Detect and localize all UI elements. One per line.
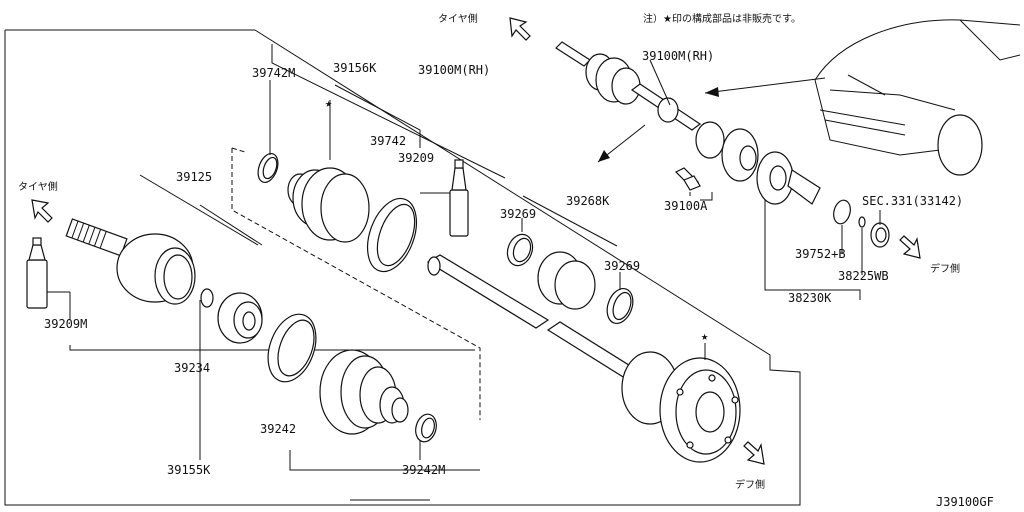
label-38230K: 38230K xyxy=(788,291,832,305)
dashed-group-outline xyxy=(231,148,481,420)
arrow-tire-left-icon xyxy=(31,199,53,223)
bracket-39155K-top xyxy=(69,345,475,351)
label-38225WB: 38225WB xyxy=(838,269,889,283)
label-diff-side-right: デフ側 xyxy=(930,262,960,275)
diagram-id: J39100GF xyxy=(936,495,994,509)
snap-ring-39234 xyxy=(200,288,214,308)
inboard-band-39742M xyxy=(257,152,279,184)
label-39209M: 39209M xyxy=(44,317,87,331)
label-tire-side-top: タイヤ側 xyxy=(438,12,478,25)
outboard-joint-39155K xyxy=(65,218,196,305)
label-39156K: 39156K xyxy=(333,61,377,75)
label-39100M-RH-b: 39100M(RH) xyxy=(642,49,714,63)
frame-left-bottom xyxy=(4,30,520,506)
bracket-39125-b xyxy=(199,204,263,246)
label-39100M-RH-a: 39100M(RH) xyxy=(418,63,490,77)
outboard-boot-39155K xyxy=(319,349,409,435)
leader-39100M-b xyxy=(649,59,671,106)
label-39242M: 39242M xyxy=(402,463,445,477)
arrow-to-vehicle xyxy=(704,77,826,97)
arrow-explode-down xyxy=(597,124,646,163)
bracket-39742 xyxy=(334,84,421,148)
leader-39100A-b xyxy=(700,192,713,201)
grease-tube-39209M xyxy=(26,237,71,320)
snap-ring-38225WB xyxy=(858,216,866,228)
arrow-diff-bottom-icon xyxy=(743,441,765,465)
inboard-boot-39156K xyxy=(287,167,370,243)
label-diff-side-bottom: デフ側 xyxy=(735,478,765,491)
inboard-joint-flange xyxy=(621,351,741,463)
label-39268K: 39268K xyxy=(566,194,610,208)
label-39100A: 39100A xyxy=(664,199,708,213)
vehicle-sketch xyxy=(814,19,1021,176)
label-39242: 39242 xyxy=(260,422,296,436)
bracket-39155K-bottom xyxy=(289,450,480,471)
label-39269-a: 39269 xyxy=(500,207,536,221)
dashed-group-outline-top xyxy=(231,147,246,153)
label-39742: 39742 xyxy=(370,134,406,148)
grease-tube-39209 xyxy=(420,159,469,237)
inner-race-39125 xyxy=(217,292,263,344)
label-39269-b: 39269 xyxy=(604,259,640,273)
star-mark-bottom: ★ xyxy=(701,329,708,343)
boot-band-39742 xyxy=(366,197,418,273)
small-band-39242M xyxy=(415,413,437,443)
label-39752B: 39752+B xyxy=(795,247,846,261)
label-sec331: SEC.331(33142) xyxy=(862,194,963,208)
label-39209: 39209 xyxy=(398,151,434,165)
dynamic-damper-39268K xyxy=(506,233,634,325)
boot-band-39242 xyxy=(267,313,317,383)
label-39234: 39234 xyxy=(174,361,210,375)
star-mark-top: ★ xyxy=(325,96,332,110)
oil-seal-33142 xyxy=(870,222,890,248)
outboard-spline-shaft xyxy=(65,218,128,257)
label-39742M: 39742M xyxy=(252,66,295,80)
snap-ring-39752B xyxy=(833,199,866,228)
leader-38230K xyxy=(764,200,861,300)
arrow-diff-right-icon xyxy=(899,235,921,259)
label-39125: 39125 xyxy=(176,170,212,184)
bracket-39268K xyxy=(522,195,618,247)
bolt-39100A xyxy=(674,167,701,191)
assembled-shaft-39100M xyxy=(555,41,759,182)
frame-right-edge xyxy=(254,29,801,506)
label-39155K: 39155K xyxy=(167,463,211,477)
diff-side-flange-38230K xyxy=(756,151,821,205)
label-tire-side-left: タイヤ側 xyxy=(18,180,58,193)
bracket-39125 xyxy=(139,174,259,246)
arrow-tire-top-icon xyxy=(509,17,531,41)
note-text: 注）★印の構成部品は非販売です。 xyxy=(643,12,801,25)
bracket-39156K xyxy=(271,44,506,179)
